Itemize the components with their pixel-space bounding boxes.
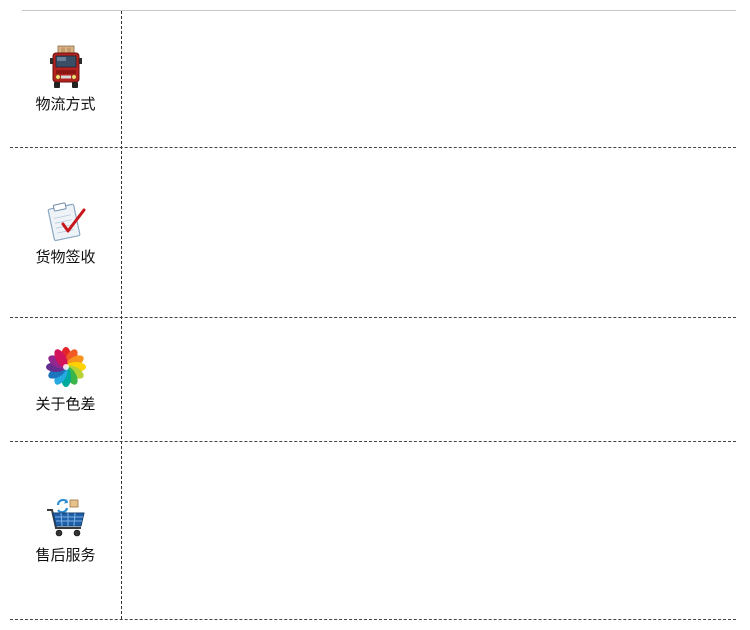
row-color-difference: 关于色差 — [10, 318, 121, 441]
row-label: 物流方式 — [35, 94, 96, 113]
truck-icon — [49, 45, 82, 88]
row-content — [122, 148, 736, 317]
row-label: 货物签收 — [35, 248, 96, 266]
row-divider — [10, 147, 736, 148]
color-wheel-icon — [45, 347, 86, 387]
top-border — [22, 10, 736, 11]
row-divider — [10, 619, 736, 620]
row-content — [122, 442, 736, 619]
row-shipping-method: 物流方式 — [10, 11, 121, 147]
column-divider — [121, 11, 122, 619]
row-divider — [10, 317, 736, 318]
row-goods-receipt: 货物签收 — [10, 148, 121, 317]
shopping-cart-icon — [46, 498, 85, 537]
row-content — [122, 11, 736, 147]
clipboard-check-icon — [47, 202, 85, 242]
row-divider — [10, 441, 736, 442]
row-after-sales: 售后服务 — [10, 442, 121, 619]
row-content — [122, 318, 736, 441]
row-label: 关于色差 — [35, 395, 96, 413]
row-label: 售后服务 — [35, 546, 96, 564]
